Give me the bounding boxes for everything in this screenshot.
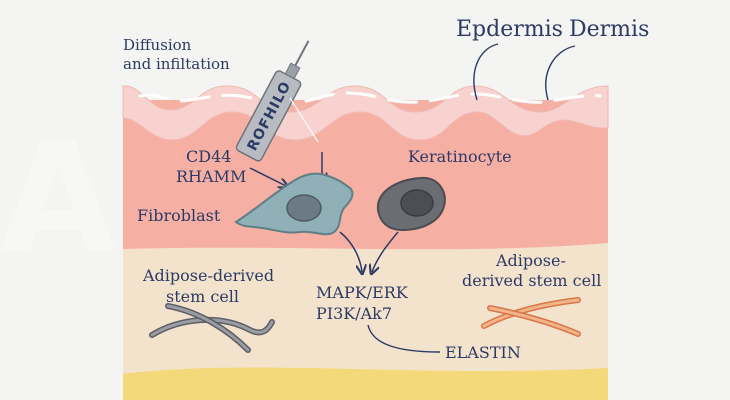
epidermis-callout-line [473,43,499,101]
adipose-strand-right-1-hl [482,298,580,328]
receptor-arrow [249,167,286,186]
fat-layer [123,364,608,400]
injection-line [289,97,319,143]
elastin-label: ELASTIN [445,343,521,362]
epidermis-highlight [138,91,602,105]
fibroblast-pathway-arrow [339,231,362,272]
keratinocyte-nucleus [400,189,434,217]
hypodermis-layer [123,238,608,374]
keratinocyte-label: Keratinocyte [408,147,512,166]
adipose-left-label-line1: Adipose-derived [142,266,274,285]
dermis-label: Dermis [569,17,649,42]
pathway-label-line1: MAPK/ERK [316,283,409,302]
receptor-label-line1: CD44 [186,147,231,166]
pathway-elastin-line [367,324,441,353]
adipose-strand-left-2-hl [166,304,250,352]
fibroblast-label: Fibroblast [137,206,221,225]
adipose-left-label-line2: stem cell [166,287,239,306]
adipose-right-label-line2: derived stem cell [462,271,601,290]
adipose-right-label-line1: Adipose- [495,251,566,270]
receptor-label-line2: RHAMM [176,167,246,186]
pathway-label-line2: PI3K/Ak7 [316,304,392,323]
epidermis-label: Epdermis [456,17,563,42]
adipose-strand-right-2-hl [488,306,580,336]
dermis-callout-line [545,45,576,101]
adipose-strand-left-1-hl [150,318,274,337]
keratinocyte-pathway-arrow [372,231,399,272]
adipose-cell-right [481,297,581,337]
adipose-cell-left [149,303,275,353]
diffusion-label-line1: Diffusion [123,36,192,54]
syringe-needle [294,40,310,67]
diffusion-label-line2: and infiltation [123,55,230,73]
fibroblast-nucleus [286,194,322,222]
